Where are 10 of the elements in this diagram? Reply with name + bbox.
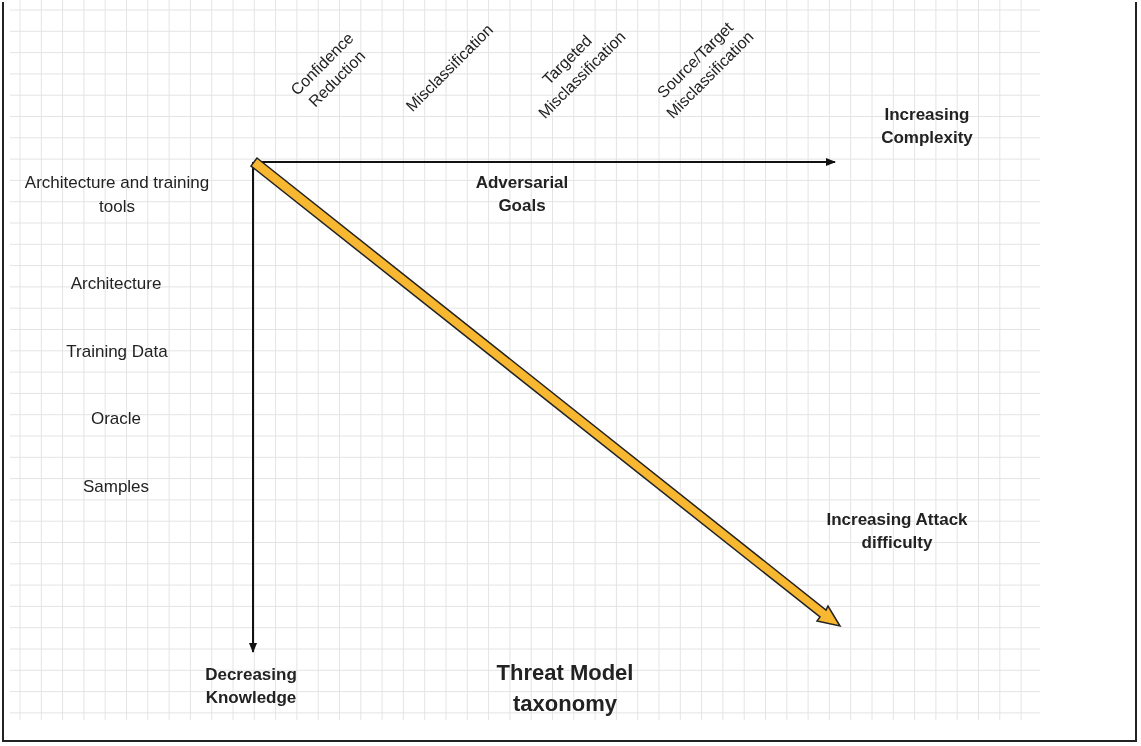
axis-label: Adversarial Goals [474,172,570,217]
axis-label: Decreasing Knowledge [204,664,298,709]
knowledge-level-label: Training Data [65,341,169,363]
axis-label: Increasing Complexity [880,104,974,149]
diagram-title: Threat Model taxonomy [495,659,635,718]
knowledge-level-label: Architecture [69,273,163,295]
knowledge-level-label: Samples [81,476,151,498]
axis-label: Increasing Attack difficulty [825,509,969,554]
knowledge-level-label: Architecture and training tools [23,172,211,218]
knowledge-level-label: Oracle [89,408,143,430]
